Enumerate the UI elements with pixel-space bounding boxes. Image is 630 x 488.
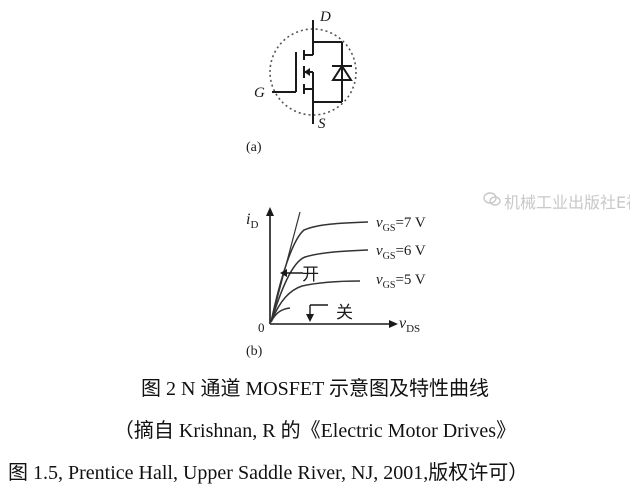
- body-diode: [331, 64, 353, 81]
- x-axis-arrowhead: [389, 320, 398, 328]
- low-curve: [270, 307, 291, 323]
- curve-label-vgs-5: vGS=5 V: [376, 272, 426, 291]
- plot-axes: [269, 213, 392, 325]
- curve-label-vgs-7: vGS=7 V: [376, 215, 426, 234]
- characteristic-curves: [270, 211, 369, 323]
- region-off-label: 关: [336, 303, 353, 323]
- y-axis-arrowhead: [266, 207, 274, 216]
- ohmic-boundary-line: [270, 211, 301, 323]
- channel-arrow: [304, 68, 310, 76]
- terminal-drain-label: D: [319, 9, 331, 25]
- region-off-arrowhead: [306, 314, 314, 322]
- terminal-source-label: S: [318, 116, 326, 132]
- curve-vgs-5: [270, 280, 361, 323]
- figure-b-label: (b): [246, 344, 263, 359]
- figure-a-label: (a): [246, 140, 262, 155]
- curve-vgs-6: [270, 249, 369, 323]
- y-axis-label: iD: [246, 211, 258, 231]
- caption-line-3: 图 1.5, Prentice Hall, Upper Saddle River…: [8, 462, 529, 484]
- watermark-text: 机械工业出版社E视界: [504, 193, 630, 212]
- curve-label-vgs-6: vGS=6 V: [376, 243, 426, 262]
- region-on-label: 开: [302, 265, 319, 285]
- curve-vgs-7: [270, 221, 369, 323]
- caption-line-2: （摘自 Krishnan, R 的《Electric Motor Drives》: [113, 420, 517, 442]
- mosfet-dotted-circle: [269, 28, 357, 116]
- mosfet-symbol: [269, 20, 357, 124]
- origin-label: 0: [258, 320, 265, 335]
- region-on-arrowhead: [280, 269, 287, 277]
- caption-line-1: 图 2 N 通道 MOSFET 示意图及特性曲线: [141, 378, 489, 400]
- x-axis-label: vDS: [399, 315, 420, 335]
- terminal-gate-label: G: [254, 85, 265, 101]
- wechat-icon: [483, 192, 501, 206]
